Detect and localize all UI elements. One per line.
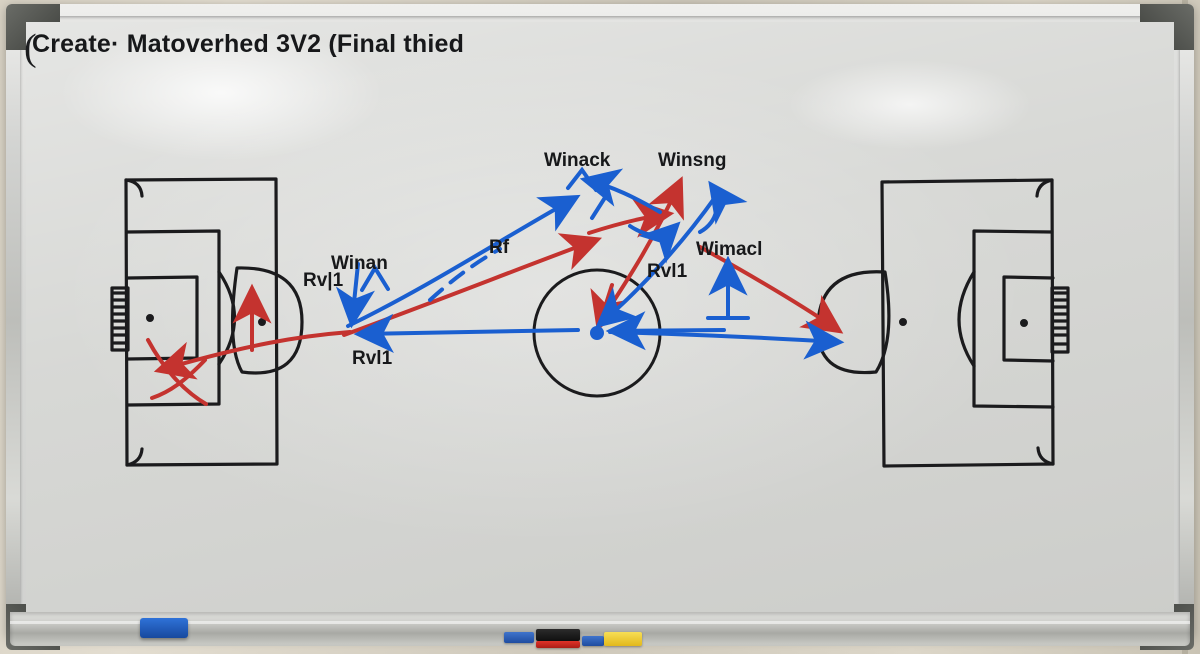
pitch-right-half: [816, 178, 1070, 468]
label-winan: Winan: [331, 253, 388, 274]
label-wimacl: Wimacl: [696, 239, 763, 260]
label-winsng: Winsng: [658, 150, 727, 171]
title-open-paren: (: [24, 27, 37, 69]
pitch-left-half: [110, 177, 304, 467]
black-marker[interactable]: [536, 629, 580, 641]
label-rvl1-a: Rv|1: [303, 270, 344, 291]
ball-marker: [590, 326, 604, 340]
label-rvl1-c: Rvl1: [352, 348, 393, 369]
blue-marker[interactable]: [504, 632, 534, 643]
label-rvl1-b: Rvl1: [647, 261, 688, 282]
tray-lip: [10, 621, 1190, 624]
dashed-run: [428, 247, 502, 302]
label-rf: Rf: [489, 237, 510, 258]
blue-arrows: [335, 166, 845, 360]
yellow-marker[interactable]: [604, 632, 642, 646]
blue-marker-2[interactable]: [582, 636, 604, 646]
whiteboard-eraser[interactable]: [140, 618, 188, 638]
label-winack: Winack: [544, 150, 611, 171]
red-marker[interactable]: [536, 641, 580, 648]
page-title: Create· Matoverhed 3V2 (Final thied: [32, 30, 465, 58]
red-arrows: [146, 176, 844, 406]
